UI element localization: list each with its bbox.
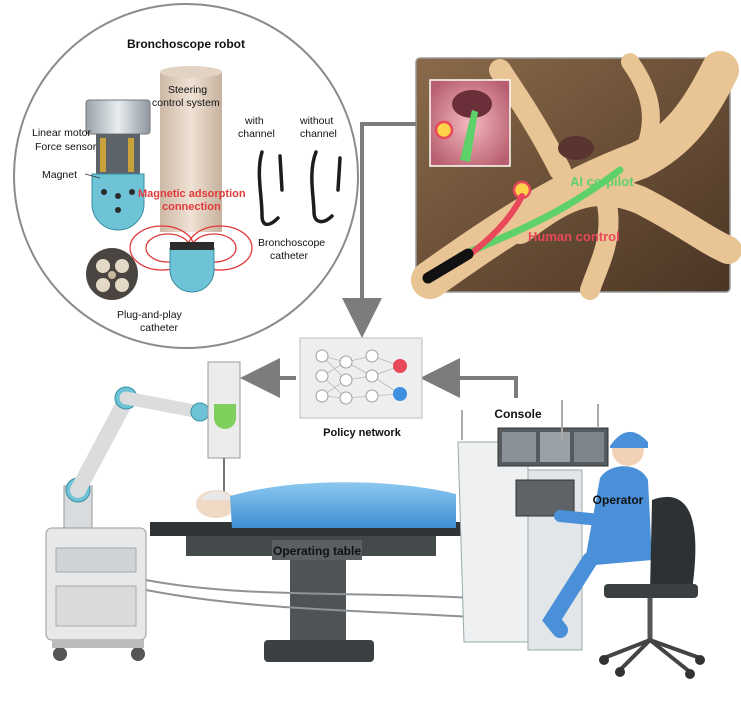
without-channel-label: without channel [299, 115, 337, 140]
operating-table-label: Operating table [273, 544, 361, 558]
policy-network: Policy network [299, 337, 423, 439]
patient [196, 482, 456, 528]
bronchoscope-tip [422, 248, 474, 284]
flow-arrows [240, 122, 518, 398]
linear-motor-label: Linear motor [32, 127, 91, 139]
console-label: Console [494, 407, 542, 421]
office-chair [599, 496, 705, 679]
operating-table: Operating table [150, 522, 470, 662]
plug-and-play-label: Plug-and-play catheter [117, 309, 185, 334]
robot-arm [45, 361, 241, 661]
lesion-marker-1 [434, 120, 454, 140]
bronchoscope-catheter-label: Bronchoscope catheter [258, 237, 328, 262]
policy-network-label: Policy network [323, 427, 402, 439]
with-channel-label: with channel [238, 115, 275, 140]
magnetic-adsorption-label: Magnetic adsorption connection [138, 188, 249, 213]
linear-motor-assembly [85, 99, 151, 231]
console: Console [457, 400, 609, 651]
table-label-plate [272, 540, 362, 560]
catheter-tip [169, 242, 215, 293]
ai-copilot-label: AI co-pilot [570, 174, 634, 189]
steering-control-tube [160, 66, 222, 232]
zoom-circle: Bronchoscope robot Linear motor Force se… [13, 3, 359, 349]
steering-label: Steering control system [152, 84, 220, 109]
zoom-title: Bronchoscope robot [127, 37, 245, 51]
catheter-cross-section [86, 248, 138, 300]
operator-label: Operator [593, 493, 644, 507]
force-sensor-label: Force sensor [35, 141, 97, 153]
operator: Operator [542, 431, 652, 638]
magnet-label: Magnet [42, 169, 77, 181]
human-control-label: Human control [528, 229, 620, 244]
airway-panel: AI co-pilot Human control [411, 51, 741, 300]
network-nodes [315, 349, 379, 405]
output-node-red [393, 359, 407, 373]
output-node-blue [393, 387, 407, 401]
catheter-samples [257, 150, 342, 227]
